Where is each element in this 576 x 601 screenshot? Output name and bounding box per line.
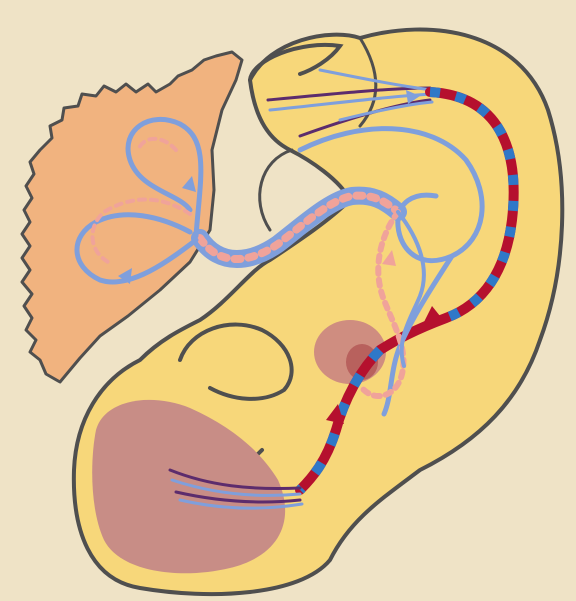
diagram-canvas: [0, 0, 576, 601]
fetal-circulation-diagram: [0, 0, 576, 601]
